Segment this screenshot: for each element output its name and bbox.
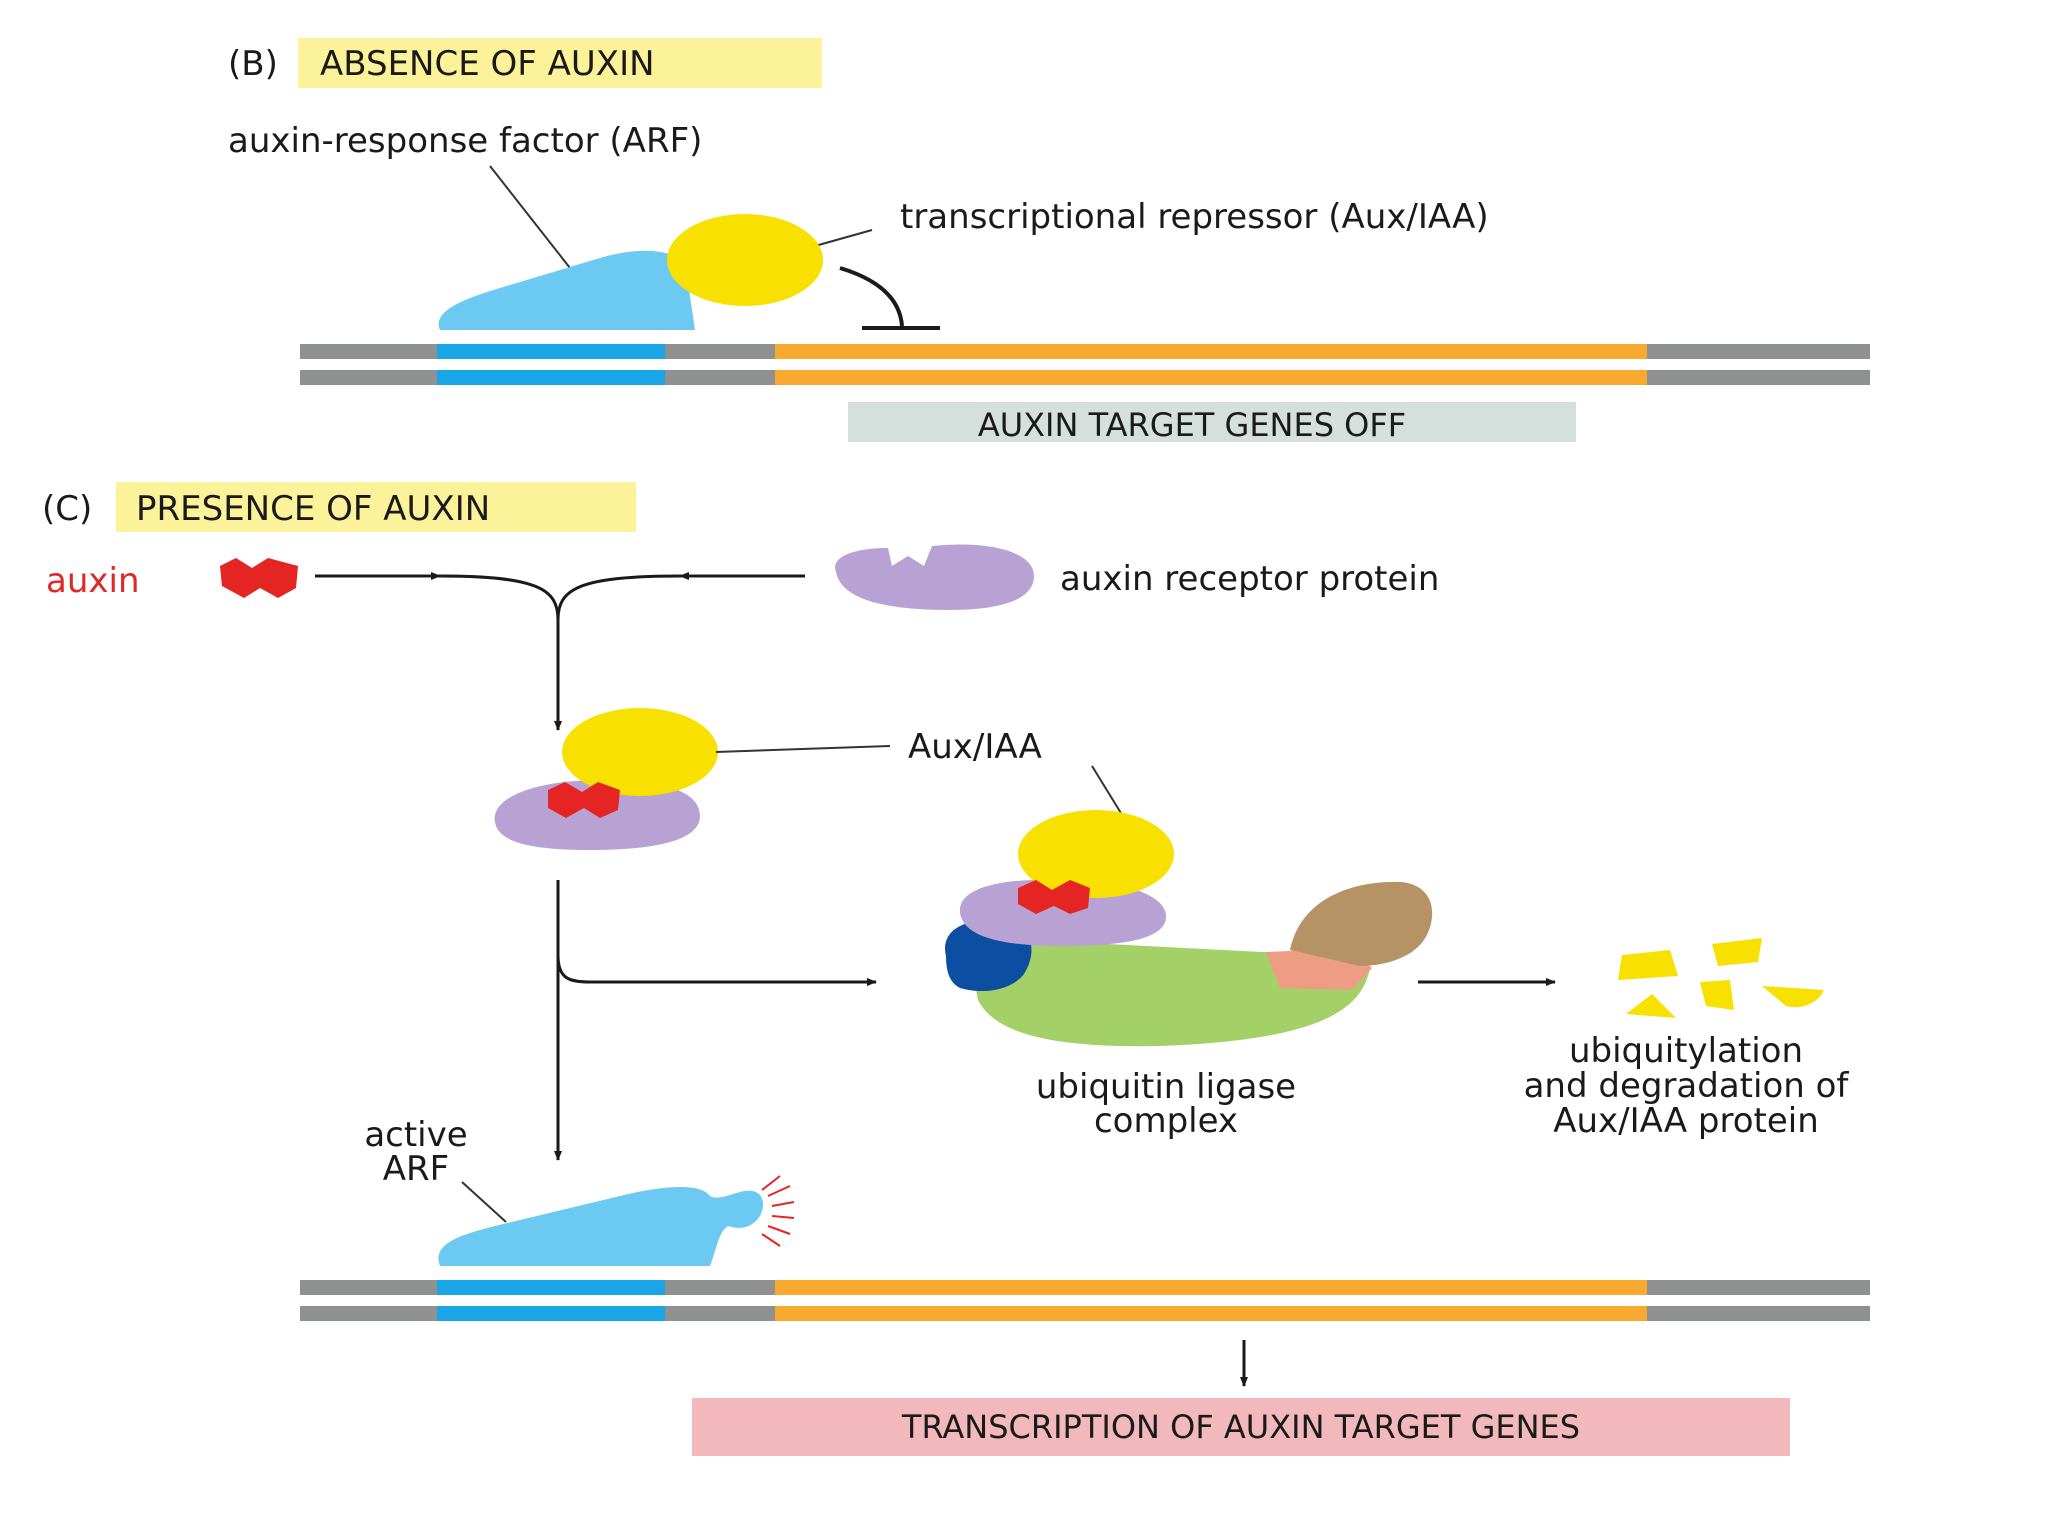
arf-protein: [438, 250, 695, 330]
active-arf-protein: [438, 1186, 764, 1266]
branch-to-ligase-arrow: [556, 954, 877, 986]
merge-line: [439, 574, 681, 621]
ubiquitin-ligase-complex: [945, 810, 1433, 1047]
genes-off-label: AUXIN TARGET GENES OFF: [978, 406, 1406, 444]
transcription-label: TRANSCRIPTION OF AUXIN TARGET GENES: [901, 1408, 1580, 1446]
target-gene-region: [775, 344, 1647, 359]
dna-strands-b: [300, 344, 1870, 385]
transcription-box: [692, 1398, 1790, 1456]
auxiaa-leader-line-1: [715, 745, 891, 753]
panel-b-title-highlight: [298, 38, 822, 88]
aux-iaa-repressor: [667, 214, 823, 306]
genes-off-box: [848, 402, 1576, 442]
inhibition-arc: [839, 266, 904, 327]
receptor-label: auxin receptor protein: [1060, 559, 1439, 599]
activation-rays: [761, 1175, 795, 1247]
panel-c: (C) PRESENCE OF AUXIN auxin auxin recept…: [42, 482, 1870, 1456]
arf-leader-line: [489, 165, 571, 269]
dna-strands-c: [300, 1280, 1870, 1321]
degradation-label-line1: ubiquitylation: [1569, 1031, 1803, 1071]
ligase-label-line1: ubiquitin ligase: [1036, 1067, 1296, 1107]
panel-c-title-highlight: [116, 482, 636, 532]
target-gene-region-c: [775, 1280, 1647, 1295]
panel-c-title: PRESENCE OF AUXIN: [136, 489, 490, 529]
panel-b: (B) ABSENCE OF AUXIN auxin-response fact…: [228, 38, 1870, 444]
active-arf-leader-line: [461, 1181, 507, 1223]
arf-label: auxin-response factor (ARF): [228, 121, 702, 161]
panel-b-letter: (B): [228, 44, 278, 84]
degradation-label-line2: and degradation of: [1524, 1066, 1850, 1106]
auxin-label: auxin: [46, 561, 140, 601]
active-arf-label-line2: ARF: [383, 1149, 449, 1189]
receptor-auxin-auxiaa-complex: [494, 708, 718, 850]
active-arf-label-line1: active: [364, 1115, 467, 1155]
auxiaa-leader-line-2: [1091, 765, 1125, 819]
ligase-label-line2: complex: [1094, 1101, 1238, 1141]
auxin-receptor-protein: [835, 544, 1034, 610]
repressor-leader-line: [814, 229, 873, 247]
panel-c-letter: (C): [42, 489, 92, 529]
degradation-label-line3: Aux/IAA protein: [1553, 1101, 1819, 1141]
degraded-auxiaa-fragments: [1618, 938, 1824, 1018]
arf-binding-site-c: [437, 1280, 665, 1295]
repressor-label: transcriptional repressor (Aux/IAA): [900, 197, 1489, 237]
auxiaa-label: Aux/IAA: [908, 727, 1042, 767]
arf-binding-site: [437, 344, 665, 359]
panel-b-title: ABSENCE OF AUXIN: [320, 44, 655, 84]
auxin-molecule: [220, 558, 298, 598]
